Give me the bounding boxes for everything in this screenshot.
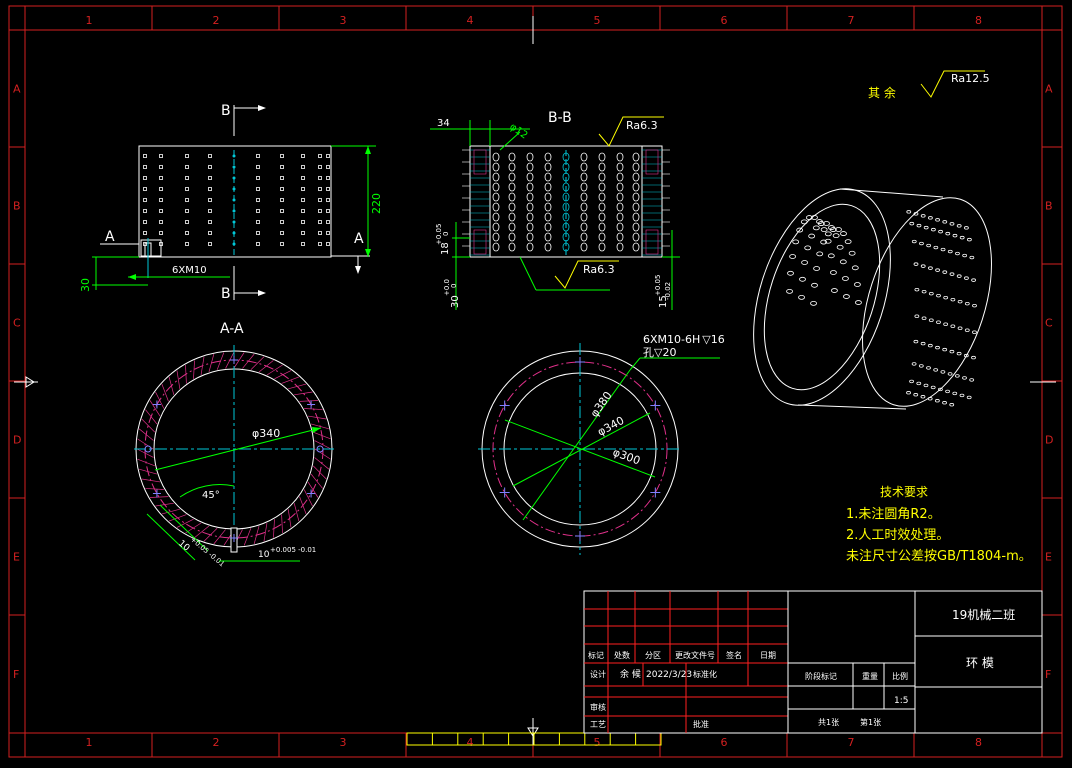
tb-scale-value: 1:5: [894, 696, 908, 706]
requirement-item-3: 未注尺寸公差按GB/T1804-m。: [846, 549, 1032, 564]
tb-designer: 余 候: [620, 668, 641, 680]
isometric-view: [753, 188, 992, 410]
dim-15-tol-up: +0.05: [654, 275, 662, 296]
roughness-ra63-bottom: Ra6.3: [583, 263, 615, 276]
front-view: B B A A 220 30 6XM10: [79, 103, 383, 302]
zone-col-label-bottom: 2: [213, 736, 220, 749]
tb-header-count: 处数: [614, 650, 630, 660]
title-block: 标记 处数 分区 更改文件号 签名 日期 设计 余 候 2022/3/23 标准…: [583, 590, 1043, 734]
section-b-bottom-label: B: [221, 286, 231, 302]
orientation-arrow: [25, 376, 35, 388]
tb-approve-label: 批准: [693, 719, 709, 729]
zone-row-label-left: F: [13, 668, 19, 681]
tb-stage-label: 阶段标记: [805, 671, 837, 681]
tb-part-name: 环 模: [966, 656, 994, 670]
dim-thread-6xm10: 6XM10: [172, 265, 207, 276]
dim-15-tol-lo: -0.02: [664, 282, 672, 300]
dim-34: 34: [437, 118, 450, 129]
dim-height-220: 220: [370, 193, 383, 214]
zone-col-label-top: 5: [594, 14, 601, 27]
dim-aa-phi340: φ340: [252, 427, 280, 440]
tb-weight-label: 重量: [862, 671, 878, 681]
zone-col-label-bottom: 5: [594, 736, 601, 749]
zone-col-label-top: 1: [86, 14, 93, 27]
tb-sheet-number: 第1张: [860, 717, 881, 727]
dim-30-bb: 30: [450, 295, 461, 308]
zone-col-label-bottom: 8: [975, 736, 982, 749]
dim-aa-10b: 10: [258, 550, 270, 560]
isometric-hole-pattern: [786, 210, 977, 407]
requirements-title: 技术要求: [880, 485, 928, 499]
zone-row-label-left: C: [13, 317, 21, 330]
roughness-ra63-top: Ra6.3: [626, 119, 658, 132]
zone-col-label-top: 2: [213, 14, 220, 27]
zone-col-label-top: 3: [340, 14, 347, 27]
zone-row-label-left: D: [13, 434, 21, 447]
section-a-right-label: A: [354, 231, 364, 247]
end-view-bolt-holes: [499, 357, 661, 541]
tb-header-date: 日期: [760, 651, 776, 660]
dim-aa-angle-45: 45°: [202, 490, 220, 501]
hole-callout-thread: 6XM10-6H▽16: [643, 333, 725, 346]
front-view-hole-pattern: [143, 154, 330, 246]
zone-row-label-left: E: [13, 551, 20, 564]
section-aa-title: A-A: [220, 321, 244, 337]
zone-col-label-bottom: 7: [848, 736, 855, 749]
zone-col-label-top: 4: [467, 14, 474, 27]
tb-header-sign: 签名: [726, 650, 742, 660]
tb-process-label: 工艺: [590, 720, 606, 729]
section-aa-bolt-holes: [144, 356, 324, 542]
tb-sheets-total: 共1张: [818, 718, 839, 727]
roughness-general-value: Ra12.5: [951, 72, 990, 85]
dim-18-tol-up: +0.05: [435, 224, 443, 245]
tb-date: 2022/3/23: [646, 670, 692, 680]
dim-30-bb-tol-up: +0.0: [443, 279, 451, 296]
requirement-item-2: 2.人工时效处理。: [846, 528, 949, 543]
zone-row-label-left: B: [13, 200, 21, 213]
technical-requirements: 技术要求 1.未注圆角R2。 2.人工时效处理。 未注尺寸公差按GB/T1804…: [846, 485, 1032, 564]
zone-col-label-top: 7: [848, 14, 855, 27]
zone-row-label-right: C: [1045, 317, 1053, 330]
section-bb-hatching: [462, 149, 670, 256]
zone-col-label-top: 8: [975, 14, 982, 27]
zone-col-label-bottom: 6: [721, 736, 728, 749]
dim-30-bb-tol-lo: 0: [450, 284, 458, 288]
scale-ruler: [406, 732, 662, 746]
dim-aa-10b-tol: +0.005 -0.01: [270, 546, 316, 554]
tb-check-label: 审核: [590, 702, 606, 712]
roughness-general-label: 其 余: [868, 85, 896, 100]
zone-col-label-bottom: 4: [467, 736, 474, 749]
zone-row-label-left: A: [13, 83, 21, 96]
hole-callout-drill: 孔▽20: [643, 346, 676, 359]
tb-standardization-label: 标准化: [693, 669, 717, 679]
section-b-top-label: B: [221, 103, 231, 119]
circular-end-view: φ380 φ340 φ300 6XM10-6H▽16 孔▽20: [478, 333, 725, 555]
zone-col-label-bottom: 1: [86, 736, 93, 749]
section-a-left-label: A: [105, 229, 115, 245]
dim-bottom-30: 30: [79, 278, 92, 292]
zone-row-label-right: E: [1045, 551, 1052, 564]
dim-18-tol-lo: 0: [442, 232, 450, 236]
zone-row-label-right: A: [1045, 83, 1053, 96]
zone-row-label-right: B: [1045, 200, 1053, 213]
requirement-item-1: 1.未注圆角R2。: [846, 507, 941, 522]
zone-col-label-bottom: 3: [340, 736, 347, 749]
section-bb-title: B-B: [548, 110, 572, 126]
dim-18: 18: [440, 242, 451, 255]
section-bb-hole-pattern: [492, 152, 640, 252]
dim-15: 15: [658, 295, 669, 308]
zone-col-label-top: 6: [721, 14, 728, 27]
zone-row-label-right: F: [1045, 668, 1051, 681]
zone-row-label-right: D: [1045, 434, 1053, 447]
tb-scale-label: 比例: [892, 671, 908, 681]
tb-school: 19机械二班: [952, 607, 1015, 622]
tb-header-zone: 分区: [645, 651, 661, 660]
tb-header-change-doc: 更改文件号: [675, 650, 715, 660]
tb-header-mark: 标记: [588, 650, 604, 660]
tb-design-label: 设计: [590, 669, 606, 679]
orientation-arrow-bottom: [527, 727, 539, 737]
